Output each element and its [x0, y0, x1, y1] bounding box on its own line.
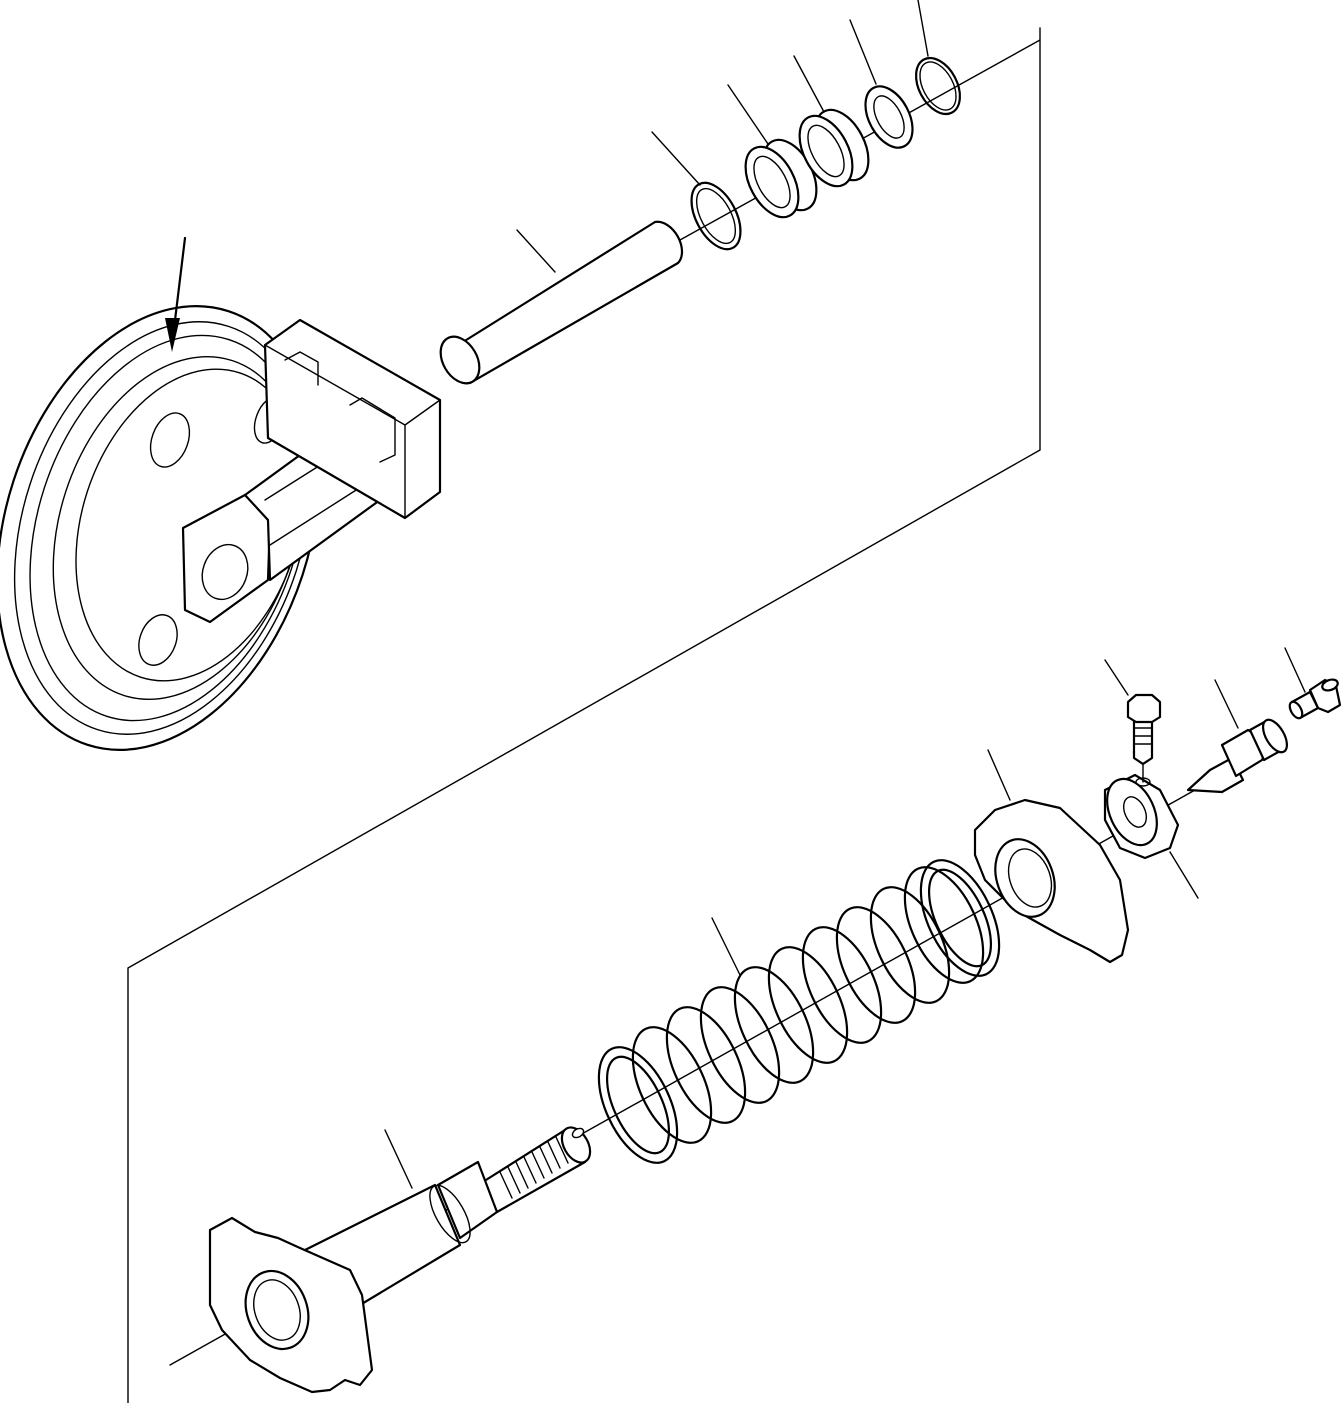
- o-ring-part: [914, 0, 962, 116]
- assembly-plane-outline: [127, 27, 1041, 1403]
- washer-part: [849, 19, 914, 149]
- bolt-part: [1104, 659, 1162, 783]
- recoil-spring-part: [597, 859, 1001, 1164]
- bushing-2-part: [793, 55, 870, 188]
- idler-wheel-assembly: [0, 236, 442, 751]
- grease-valve-part: [1186, 679, 1289, 794]
- pin-part: [439, 220, 684, 385]
- spring-seat-part: [973, 749, 1130, 964]
- grease-fitting-part: [1284, 647, 1342, 720]
- recoil-rod-part: [208, 1126, 592, 1394]
- nut-part: [1103, 773, 1199, 899]
- snap-ring-part: [651, 131, 742, 251]
